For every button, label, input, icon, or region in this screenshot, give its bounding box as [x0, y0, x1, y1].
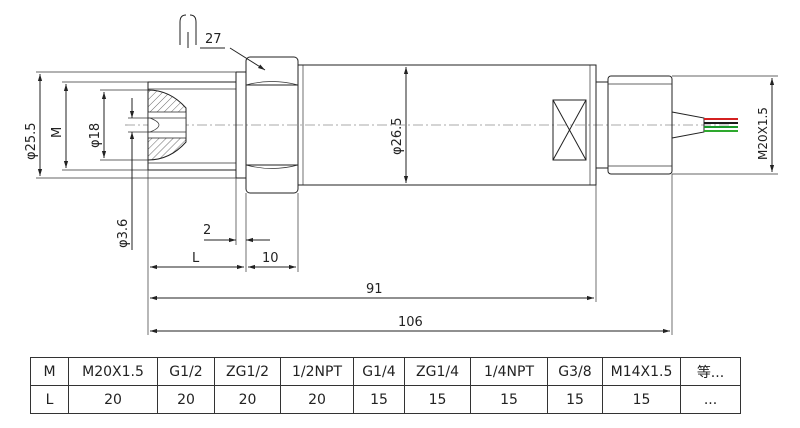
dimension-thread-length: L — [150, 251, 244, 270]
dimension-outer-diameter: φ25.5 — [24, 71, 236, 179]
row-header-l: L — [30, 385, 69, 414]
hex-length-label: 10 — [262, 251, 279, 266]
dimension-total-length: 106 — [150, 315, 670, 334]
dimension-hex-length: 10 — [248, 251, 296, 270]
cable-thread-label: M20X1.5 — [756, 107, 770, 160]
wrench-size-label: 27 — [205, 32, 222, 47]
gap-label: 2 — [203, 223, 211, 238]
bore-diameter-label: φ18 — [88, 123, 103, 148]
port-section-view — [147, 89, 187, 161]
table-cell: M14X1.5 — [602, 357, 681, 386]
dimension-gap: 2 — [203, 223, 270, 243]
table-cell: 1/4NPT — [470, 357, 548, 386]
table-cell: 等... — [680, 357, 741, 386]
thread-label: M — [50, 127, 65, 138]
table-cell: ... — [680, 385, 741, 414]
thread-length-label: L — [192, 251, 200, 266]
table-cell: ZG1/4 — [404, 357, 471, 386]
table-cell: G1/2 — [157, 357, 215, 386]
table-cell: 15 — [470, 385, 548, 414]
cable-gland — [595, 75, 705, 175]
dimension-hole: φ3.6 — [116, 98, 150, 250]
dimension-thread: M — [50, 81, 148, 171]
table-cell: 15 — [404, 385, 471, 414]
body-length-label: 91 — [366, 282, 383, 297]
dimension-body-diameter: φ26.5 — [390, 67, 409, 183]
table-cell: 20 — [157, 385, 215, 414]
cable-wires — [704, 118, 738, 132]
row-header-m: M — [30, 357, 69, 386]
wrench-size-callout: 27 — [179, 14, 266, 71]
body-diameter-label: φ26.5 — [390, 117, 405, 155]
table-cell: 20 — [280, 385, 354, 414]
outer-diameter-label: φ25.5 — [24, 122, 39, 160]
dimension-body-length: 91 — [150, 282, 594, 301]
table-cell: 1/2NPT — [280, 357, 354, 386]
table-cell: 15 — [547, 385, 603, 414]
table-cell: 15 — [602, 385, 681, 414]
table-cell: M20X1.5 — [68, 357, 158, 386]
total-length-label: 106 — [398, 315, 423, 330]
table-cell: ZG1/2 — [214, 357, 281, 386]
table-cell: 20 — [214, 385, 281, 414]
dimension-cable-thread: M20X1.5 — [672, 75, 778, 175]
table-cell: G3/8 — [547, 357, 603, 386]
dimension-bore: φ18 — [88, 89, 148, 161]
table-cell: 20 — [68, 385, 158, 414]
hole-diameter-label: φ3.6 — [116, 219, 131, 248]
table-row: M M20X1.5 G1/2 ZG1/2 1/2NPT G1/4 ZG1/4 1… — [30, 357, 741, 386]
table-row: L 20 20 20 20 15 15 15 15 15 ... — [30, 385, 741, 414]
thread-spec-table: M M20X1.5 G1/2 ZG1/2 1/2NPT G1/4 ZG1/4 1… — [30, 357, 741, 414]
table-cell: 15 — [353, 385, 405, 414]
table-cell: G1/4 — [353, 357, 405, 386]
